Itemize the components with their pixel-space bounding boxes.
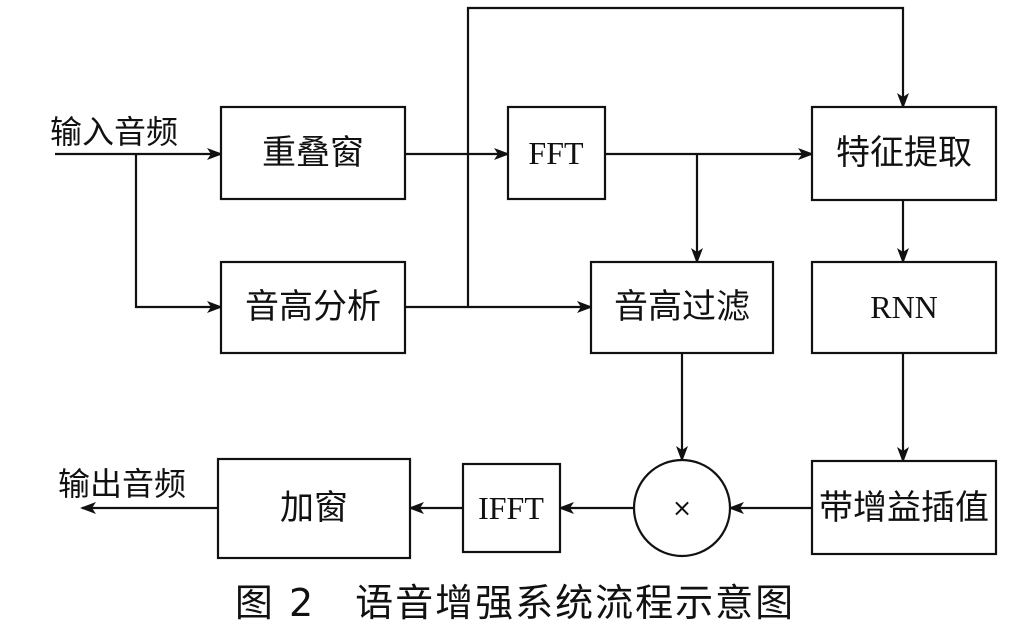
multiply-symbol: × xyxy=(672,494,692,522)
rnn-box xyxy=(810,260,998,355)
band-gain-interp-label: 带增益插值 xyxy=(819,488,989,528)
pitch-filter-label: 音高过滤 xyxy=(614,287,750,327)
input-label: 输入音频 xyxy=(50,113,178,151)
overlap-window-box xyxy=(219,105,407,201)
feature-extraction-box xyxy=(810,105,998,202)
fft-label: FFT xyxy=(528,135,584,171)
band-gain-interp-box xyxy=(810,459,998,556)
feature-extraction-label: 特征提取 xyxy=(836,133,972,173)
overlap-window-label: 重叠窗 xyxy=(262,133,364,173)
pitch-filter-box xyxy=(589,260,775,355)
multiply-node xyxy=(632,458,732,558)
add-window-label: 加窗 xyxy=(280,488,348,528)
pitch-analysis-box xyxy=(219,260,407,355)
output-label: 输出音频 xyxy=(58,465,186,503)
pitch-analysis-label: 音高分析 xyxy=(245,287,381,327)
arrow-input-to-pitch-analysis xyxy=(134,154,223,313)
figure-caption: 图 2 语音增强系统流程示意图 xyxy=(235,581,795,625)
ifft-label: IFFT xyxy=(478,490,544,526)
ifft-box xyxy=(461,462,562,554)
add-window-box xyxy=(216,457,412,560)
rnn-label: RNN xyxy=(870,289,938,325)
fft-box xyxy=(506,105,607,201)
connectors xyxy=(55,6,909,514)
arrow-pitch-analysis-to-feature-extraction xyxy=(466,6,909,307)
